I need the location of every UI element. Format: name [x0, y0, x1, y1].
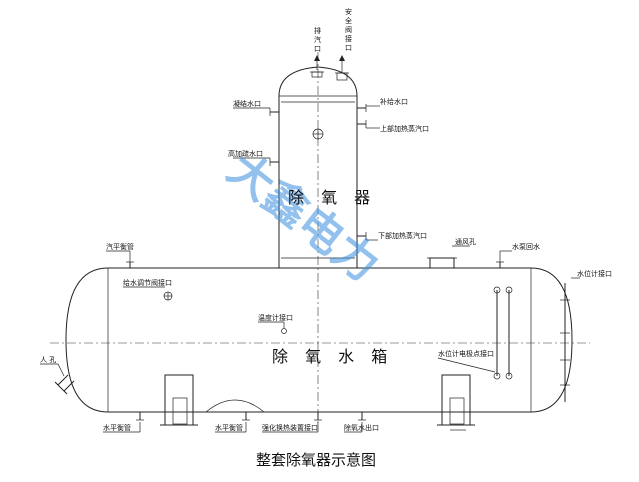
pump-return-label: 水泵回水: [512, 242, 540, 251]
svg-text:接: 接: [345, 34, 352, 43]
level-gauge-port-label: 水位计接口: [577, 269, 612, 278]
manhole: [54, 374, 75, 395]
tank-title: 除 氧 水 箱: [272, 347, 393, 366]
reinforced-heating-port-label: 强化换热装置接口: [262, 423, 318, 432]
deaerator-title: 除 氧 器: [288, 188, 376, 207]
manhole-label: 人 孔: [40, 356, 56, 364]
condensate-inlet-label: 凝结水口: [233, 99, 261, 108]
feedwater-valve-port-label: 给水调节阀接口: [123, 278, 172, 287]
leader-lines: [40, 55, 580, 433]
level-electrode-port-label: 水位计电极点接口: [438, 349, 494, 358]
svg-text:安: 安: [345, 7, 352, 16]
exhaust-label: 排 汽 口: [314, 26, 321, 53]
vent-hole-label: 通风孔: [455, 237, 476, 246]
svg-text:全: 全: [345, 16, 352, 25]
figure-caption: 整套除氧器示意图: [256, 451, 376, 469]
svg-text:汽: 汽: [314, 35, 321, 44]
deaerated-water-outlet-label: 除氧水出口: [344, 423, 379, 432]
svg-text:排: 排: [314, 26, 321, 35]
water-tank: [50, 257, 590, 431]
water-balance-pipe-left-label: 水平衡管: [103, 423, 131, 432]
safety-valve-label: 安 全 阀 接 口: [345, 7, 352, 52]
thermometer-port-label: 温度计接口: [258, 313, 293, 322]
water-balance-pipe-mid-label: 水平衡管: [215, 423, 243, 432]
level-gauge: [493, 286, 513, 380]
svg-text:口: 口: [345, 44, 352, 52]
upper-heating-steam-label: 上部加热蒸汽口: [380, 124, 429, 133]
watermark: 大鑫电力: [218, 143, 388, 292]
svg-text:阀: 阀: [345, 25, 352, 34]
deaerator-vessel: [269, 52, 367, 425]
lower-heating-steam-label: 下部加热蒸汽口: [378, 231, 427, 240]
steam-balance-pipe-label: 汽平衡管: [106, 242, 134, 251]
hp-heater-drain-label: 高加疏水口: [228, 149, 263, 158]
makeup-water-label: 补给水口: [380, 97, 408, 106]
svg-text:口: 口: [314, 45, 321, 53]
